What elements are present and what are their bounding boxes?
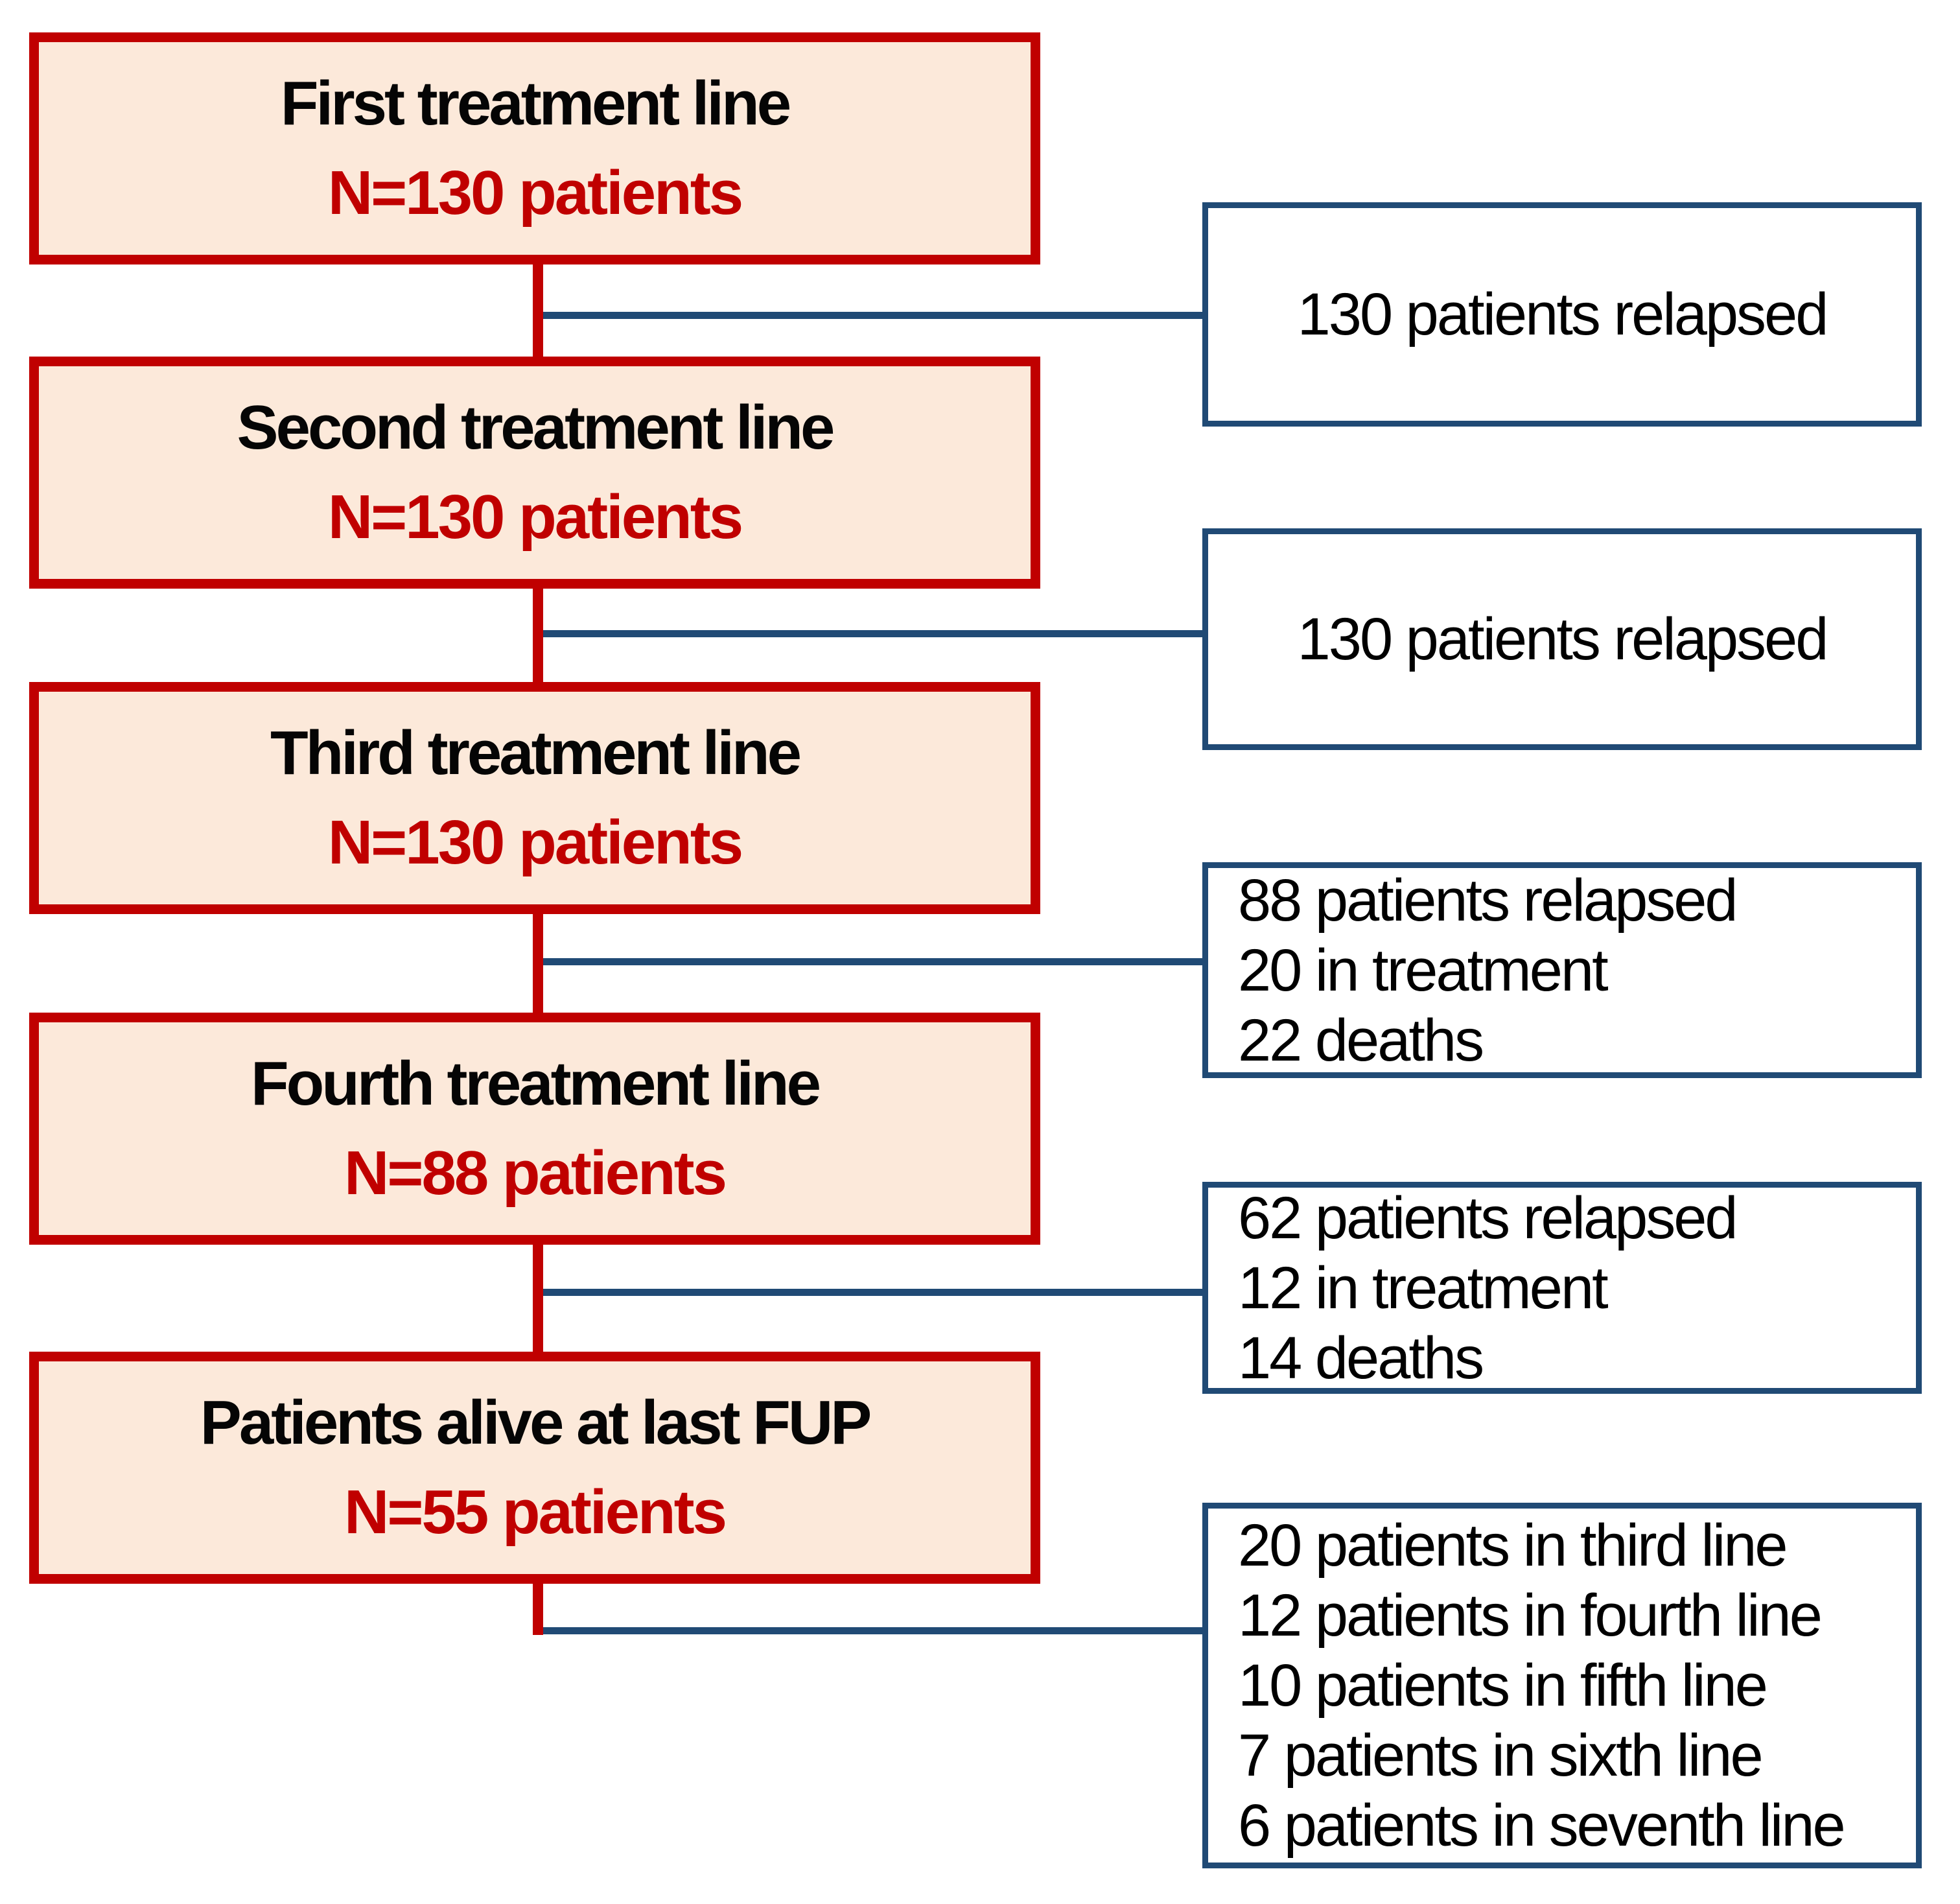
note-line: 10 patients in fifth line [1238,1652,1768,1719]
connector-red-vertical-2 [533,583,543,688]
note-line: 7 patients in sixth line [1238,1722,1764,1789]
connector-red-vertical-4 [533,1240,543,1358]
note-line: 130 patients relapsed [1297,606,1829,672]
step-box-second-treatment-line: Second treatment line N=130 patients [29,357,1040,589]
step-title: First treatment line [280,69,791,138]
note-line: 62 patients relapsed [1238,1184,1738,1251]
step-title: Fourth treatment line [250,1049,821,1118]
note-line: 20 patients in third line [1238,1512,1788,1579]
step-title: Third treatment line [270,718,802,788]
step-title: Second treatment line [237,393,835,462]
note-box-relapsed-after-first-line: 130 patients relapsed [1202,202,1922,427]
note-line: 12 patients in fourth line [1238,1582,1823,1649]
note-box-relapsed-after-second-line: 130 patients relapsed [1202,528,1922,750]
note-line: 130 patients relapsed [1297,281,1829,347]
connector-blue-branch-1 [533,312,1207,319]
step-box-third-treatment-line: Third treatment line N=130 patients [29,682,1040,914]
connector-blue-branch-4 [533,1289,1207,1296]
note-line: 22 deaths [1238,1007,1484,1074]
note-line: 20 in treatment [1238,937,1609,1004]
note-box-outcomes-after-third-line: 88 patients relapsed 20 in treatment 22 … [1202,862,1922,1078]
connector-red-vertical-1 [533,259,543,363]
connector-blue-branch-5 [533,1627,1207,1634]
step-patient-count: N=130 patients [327,808,743,877]
step-patient-count: N=88 patients [344,1138,727,1208]
connector-red-vertical-5 [533,1579,543,1635]
step-box-patients-alive-last-fup: Patients alive at last FUP N=55 patients [29,1352,1040,1584]
step-patient-count: N=55 patients [344,1477,727,1547]
note-line: 12 in treatment [1238,1254,1609,1321]
step-title: Patients alive at last FUP [200,1388,872,1457]
step-box-first-treatment-line: First treatment line N=130 patients [29,32,1040,264]
connector-red-vertical-3 [533,909,543,1019]
step-box-fourth-treatment-line: Fourth treatment line N=88 patients [29,1013,1040,1245]
connector-blue-branch-3 [533,958,1207,965]
note-line: 14 deaths [1238,1324,1484,1391]
note-box-patients-per-current-line: 20 patients in third line 12 patients in… [1202,1503,1922,1868]
note-line: 88 patients relapsed [1238,867,1738,934]
step-patient-count: N=130 patients [327,158,743,228]
connector-blue-branch-2 [533,630,1207,637]
note-line: 6 patients in seventh line [1238,1792,1846,1859]
note-box-outcomes-after-fourth-line: 62 patients relapsed 12 in treatment 14 … [1202,1182,1922,1394]
step-patient-count: N=130 patients [327,482,743,552]
